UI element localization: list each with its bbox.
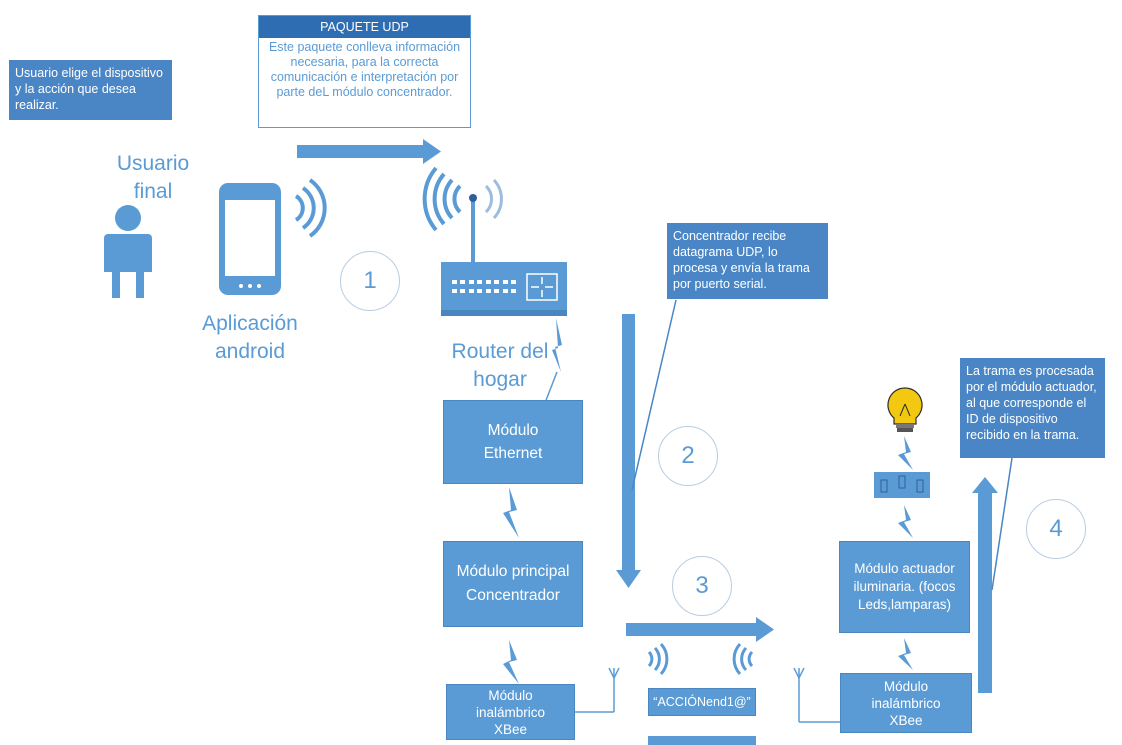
lightning-icon	[552, 318, 562, 372]
wifi-signal-icon	[732, 642, 754, 676]
udp-packet-box: PAQUETE UDP Este paquete conlleva inform…	[258, 15, 471, 128]
concentrator-callout: Concentrador recibe datagrama UDP, lo pr…	[667, 223, 828, 299]
user-label: Usuario final	[116, 152, 190, 203]
callout-pointer	[631, 299, 677, 491]
lightning-icon	[898, 638, 913, 670]
wifi-signal-icon	[647, 642, 669, 676]
lightning-icon	[898, 436, 913, 470]
actuator-callout: La trama es procesada por el módulo actu…	[960, 358, 1105, 458]
callout-pointer	[991, 457, 1013, 591]
frame-box: “ACCIÓNend1@”	[648, 688, 756, 716]
udp-packet-body: Este paquete conlleva información necesa…	[268, 40, 461, 99]
xbee-right-module-label: Módulo inalámbrico XBee	[871, 678, 941, 728]
lightbulb-icon	[887, 387, 923, 432]
antenna-icon	[793, 667, 840, 723]
wifi-signal-icon	[294, 178, 327, 238]
partial-bar	[648, 736, 756, 745]
socket-icon	[874, 472, 930, 498]
antenna-icon	[422, 166, 503, 263]
lightning-icon	[898, 505, 913, 538]
antenna-icon	[575, 667, 620, 713]
step-1-circle: 1	[340, 251, 400, 311]
actuator-module-label: Módulo actuador iluminaria. (focos Leds,…	[853, 561, 956, 612]
xbee-right-module: Módulo inalámbrico XBee	[840, 673, 972, 733]
smartphone-icon	[219, 183, 281, 295]
xbee-left-module: Módulo inalámbrico XBee	[446, 684, 575, 740]
actuator-module: Módulo actuador iluminaria. (focos Leds,…	[839, 541, 970, 633]
lightning-icon	[503, 640, 519, 684]
arrow-right	[626, 617, 774, 642]
arrow-up	[972, 477, 998, 693]
step-3-circle: 3	[672, 556, 732, 616]
person-icon	[104, 205, 152, 298]
lightning-icon	[503, 487, 519, 538]
user-callout: Usuario elige el dispositivo y la acción…	[9, 60, 172, 120]
principal-module: Módulo principal Concentrador	[443, 541, 583, 627]
arrow-to-router	[297, 139, 441, 164]
udp-packet-title: PAQUETE UDP	[259, 16, 470, 38]
router-label: Router del hogar	[451, 340, 549, 391]
ethernet-module-label: Módulo Ethernet	[483, 422, 543, 462]
ethernet-module: Módulo Ethernet	[443, 400, 583, 484]
step-4-circle: 4	[1026, 499, 1086, 559]
router-icon	[441, 262, 567, 316]
principal-module-label: Módulo principal Concentrador	[456, 563, 570, 604]
arrow-down	[616, 314, 641, 588]
frame-text: “ACCIÓNend1@”	[653, 695, 751, 709]
app-label: Aplicación android	[202, 312, 298, 363]
step-2-circle: 2	[658, 426, 718, 486]
xbee-left-module-label: Módulo inalámbrico XBee	[475, 687, 546, 737]
